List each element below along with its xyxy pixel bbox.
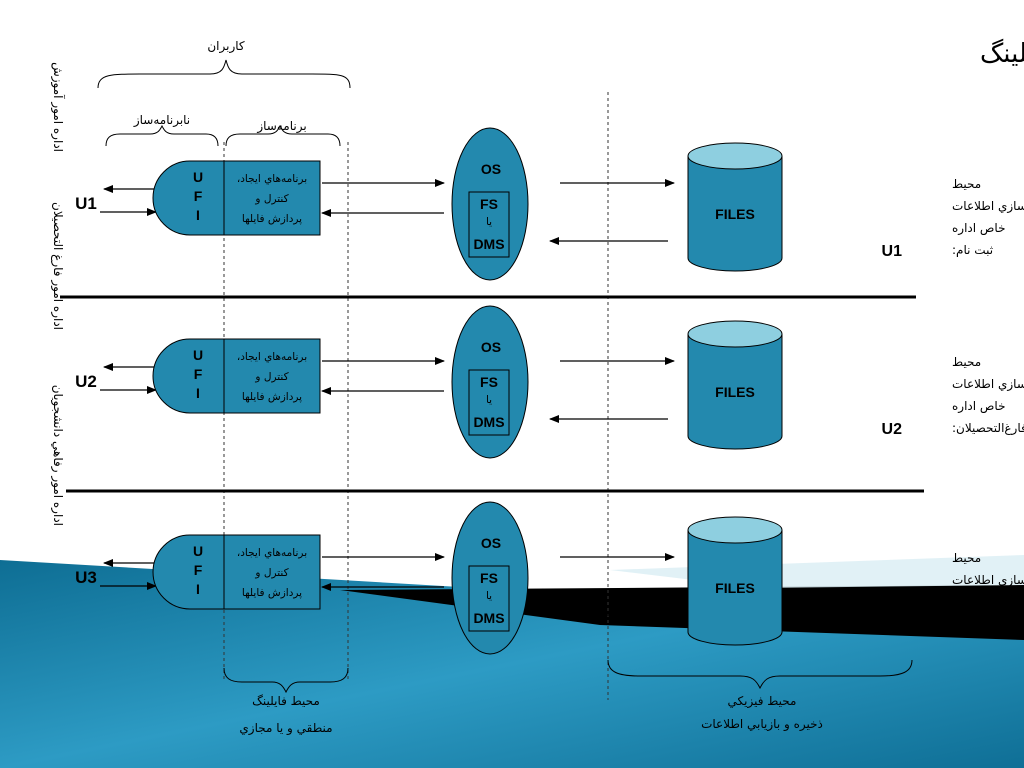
programs-text: پردازش فايلها: [242, 391, 302, 403]
programs-text: كنترل و: [254, 567, 288, 579]
env-line: فارغ‌التحصيلان:: [952, 421, 1024, 436]
fs-label: FS: [480, 196, 498, 212]
ufi-letter: F: [194, 562, 203, 578]
fs-label: FS: [480, 570, 498, 586]
files-cylinder: [687, 334, 783, 450]
logical-env-brace: [223, 667, 349, 694]
ufi-letter: U: [193, 169, 203, 185]
ufi-letter: I: [196, 385, 200, 401]
programs-text: برنامه‌هاي ايجاد،: [237, 547, 307, 559]
or-label: يا: [486, 394, 492, 406]
files-cylinder: [687, 156, 783, 272]
programs-text: پردازش فايلها: [242, 587, 302, 599]
fs-dms-box: [468, 565, 510, 632]
ufi-letter: I: [196, 581, 200, 597]
slide-title: نمايش ساده‌شده فايلينگ: [980, 38, 1024, 69]
programs-box: [223, 338, 321, 414]
ufi-letter: F: [194, 188, 203, 204]
fs-label: FS: [480, 374, 498, 390]
programs-text: پردازش فايلها: [242, 213, 302, 225]
env-line: خاص اداره: [952, 221, 1006, 236]
programs-text: برنامه‌هاي ايجاد،: [237, 351, 307, 363]
department-label: اداره امور رفاهي دانشجويان: [50, 385, 65, 526]
users-label: كاربران: [207, 39, 245, 54]
fs-dms-box: [468, 191, 510, 258]
user-label: U1: [75, 194, 97, 213]
ufi-shape: [152, 338, 225, 414]
dms-label: DMS: [473, 414, 504, 430]
env-line: محيط: [952, 551, 981, 565]
files-label: FILES: [715, 206, 755, 222]
ufi-shape: [152, 160, 225, 236]
files-label: FILES: [715, 384, 755, 400]
physical-env-line2: ذخيره و بازيابي اطلاعات: [701, 717, 823, 732]
os-label: OS: [481, 535, 501, 551]
physical-env-line1: محيط فيزيكي: [728, 694, 797, 709]
env-line: ذخيره‌سازي اطلاعات: [952, 199, 1024, 214]
env-line: خاص اداره: [952, 399, 1006, 414]
env-line: ذخيره‌سازي اطلاعات: [952, 573, 1024, 588]
dms-label: DMS: [473, 610, 504, 626]
or-label: يا: [486, 216, 492, 228]
env-line: محيط: [952, 355, 981, 369]
files-cylinder-top: [687, 142, 783, 170]
programs-text: كنترل و: [254, 371, 288, 383]
programs-box: [223, 534, 321, 610]
ufi-letter: U: [193, 347, 203, 363]
env-line: محيط: [952, 177, 981, 191]
env-code: U1: [882, 243, 903, 260]
ufi-letter: I: [196, 207, 200, 223]
programs-text: برنامه‌هاي ايجاد،: [237, 173, 307, 185]
files-cylinder-top: [687, 516, 783, 544]
row-2: اداره امور فارغ التحصيلانU2UFIبرنامه‌هاي…: [50, 202, 1024, 459]
row-1: اداره امور آموزش U1 UFI برنامه‌هاي ايجاد، كن…: [50, 62, 1024, 281]
users-brace: [97, 59, 351, 89]
nonprogrammer-brace: [105, 124, 219, 147]
dms-label: DMS: [473, 236, 504, 252]
fs-dms-box: [468, 369, 510, 436]
user-label: U3: [75, 568, 97, 587]
env-code: U2: [882, 421, 903, 438]
env-line: ثبت نام:: [952, 243, 993, 257]
department-label: اداره امور آموزش: [50, 62, 66, 152]
physical-env-brace: [607, 659, 913, 690]
os-label: OS: [481, 339, 501, 355]
ufi-letter: F: [194, 366, 203, 382]
department-label: اداره امور فارغ التحصيلان: [50, 202, 65, 330]
programmer-label: برنامه‌ساز: [256, 119, 306, 134]
files-cylinder: [687, 530, 783, 646]
programs-text: كنترل و: [254, 193, 288, 205]
row-3: اداره امور رفاهي دانشجويانU3UFIبرنامه‌ها…: [50, 385, 1024, 655]
ufi-shape: [152, 534, 225, 610]
files-label: FILES: [715, 580, 755, 596]
nonprogrammer-label: نابرنامه‌ساز: [133, 113, 190, 128]
programs-box: [223, 160, 321, 236]
env-line: ذخيره‌سازي اطلاعات: [952, 377, 1024, 392]
os-label: OS: [481, 161, 501, 177]
logical-env-line1: محيط فايلينگ: [252, 694, 320, 708]
or-label: يا: [486, 590, 492, 602]
logical-env-line2: منطقي و يا مجازي: [239, 721, 332, 736]
programmer-brace: [225, 124, 341, 147]
ufi-letter: U: [193, 543, 203, 559]
files-cylinder-top: [687, 320, 783, 348]
user-label: U2: [75, 372, 97, 391]
